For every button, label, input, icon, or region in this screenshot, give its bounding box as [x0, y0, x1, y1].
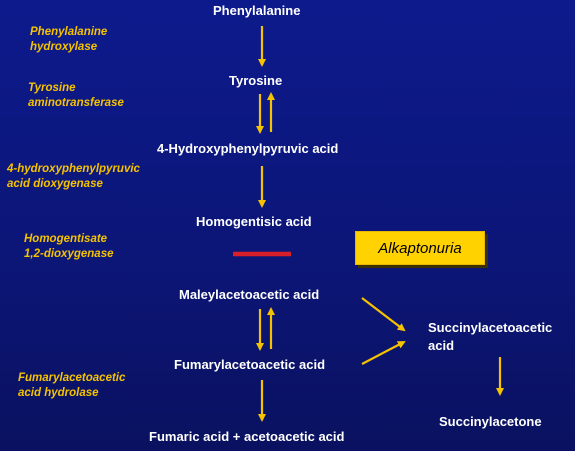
enzyme-label-line: 4-hydroxyphenylpyruvic: [7, 163, 140, 175]
arrow-faa-to-succinylacetoacetic: [361, 341, 406, 365]
enzyme-homogentisate-dioxygenase: Homogentisate 1,2-dioxygenase: [24, 232, 113, 262]
enzyme-label-line: acid dioxygenase: [7, 178, 103, 190]
arrow-maa-to-succinylacetoacetic: [361, 297, 406, 332]
enzyme-hppd: 4-hydroxyphenylpyruvic acid dioxygenase: [7, 162, 140, 192]
enzyme-label-line: Homogentisate: [24, 233, 108, 245]
metabolite-4-hydroxyphenylpyruvic-acid: 4-Hydroxyphenylpyruvic acid: [157, 141, 339, 156]
metabolite-tyrosine: Tyrosine: [229, 73, 283, 88]
metabolite-phenylalanine: Phenylalanine: [213, 3, 301, 18]
enzyme-label-line: Fumarylacetoacetic: [18, 372, 126, 384]
enzyme-label-line: acid hydrolase: [18, 387, 99, 399]
enzyme-tyrosine-aminotransferase: Tyrosine aminotransferase: [28, 81, 124, 111]
enzyme-label-line: Phenylalanine: [30, 26, 108, 38]
metabolite-homogentisic-acid: Homogentisic acid: [196, 214, 312, 229]
enzyme-label-line: aminotransferase: [28, 97, 124, 109]
enzyme-phenylalanine-hydroxylase: Phenylalanine hydroxylase: [30, 25, 107, 55]
metabolite-fumarylacetoacetic-acid: Fumarylacetoacetic acid: [174, 357, 326, 372]
enzyme-label-line: 1,2-dioxygenase: [24, 248, 114, 260]
enzyme-label-line: hydroxylase: [30, 41, 98, 53]
metabolite-maleylacetoacetic-acid: Maleylacetoacetic acid: [179, 287, 320, 302]
enzyme-label-line: Tyrosine: [28, 82, 76, 94]
disease-label: Alkaptonuria: [378, 239, 462, 257]
enzyme-fah: Fumarylacetoacetic acid hydrolase: [18, 371, 125, 401]
metabolite-succinylacetone: Succinylacetone: [439, 414, 542, 429]
metabolite-succinylacetoacetic-acid-line1: Succinylacetoacetic: [428, 320, 553, 335]
disease-box-alkaptonuria: Alkaptonuria: [355, 231, 485, 265]
metabolite-fumaric-acetoacetic: Fumaric acid + acetoacetic acid: [149, 429, 345, 444]
metabolite-succinylacetoacetic-acid-line2: acid: [428, 338, 455, 353]
